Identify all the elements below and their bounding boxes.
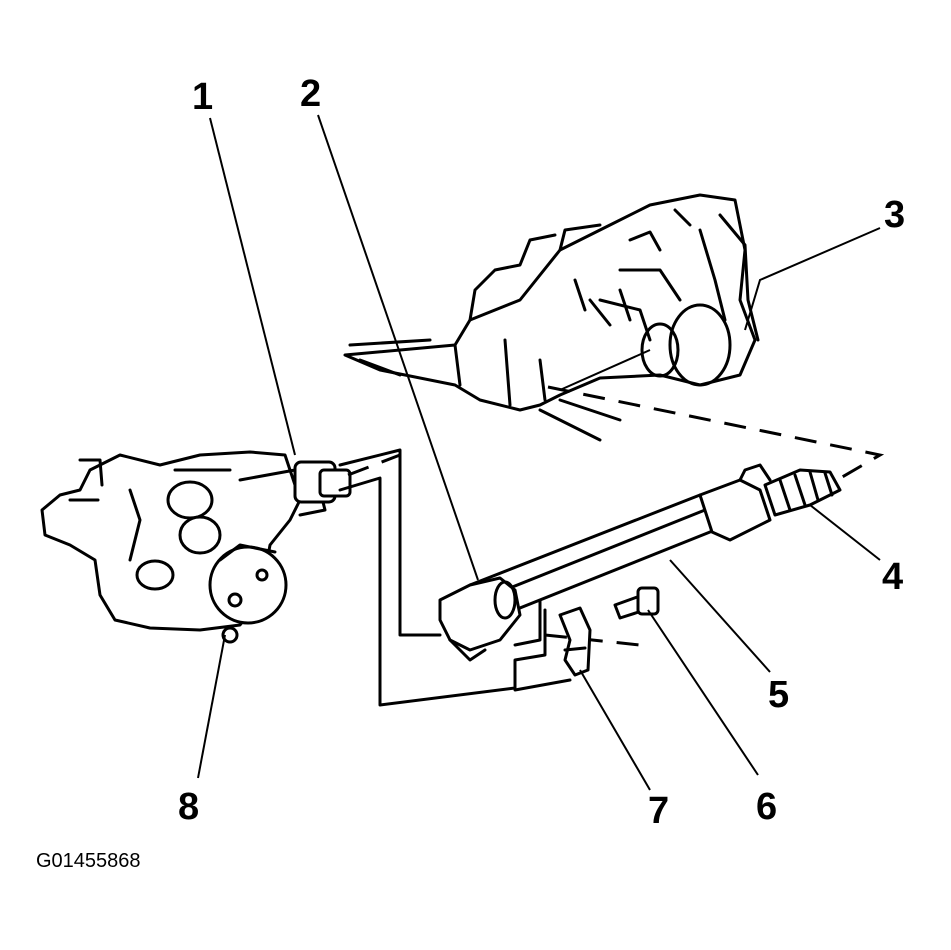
leader-line-5 (669, 559, 771, 673)
leader-line-4 (809, 504, 881, 561)
callout-3: 3 (884, 194, 906, 236)
leader-line-1 (209, 117, 296, 456)
clip-drawing (558, 606, 592, 677)
engine-transmission-drawing (343, 193, 760, 442)
callout-7: 7 (648, 790, 670, 832)
bolt-drawing (613, 586, 660, 620)
callout-4: 4 (882, 556, 904, 598)
callout-6: 6 (756, 786, 778, 828)
leader-line-8 (197, 634, 226, 779)
leader-lines (197, 114, 881, 791)
callout-5: 5 (768, 674, 790, 716)
leader-line-6 (647, 609, 759, 776)
exploded-view-guide-lines (338, 385, 885, 707)
intermediate-shaft-drawing (438, 463, 842, 662)
callout-2: 2 (300, 73, 322, 115)
figure-id-label: G01455868 (36, 850, 141, 872)
callout-1: 1 (192, 76, 214, 118)
leader-line-2 (317, 114, 479, 581)
leader-line-3 (744, 227, 881, 331)
front-differential-drawing (40, 450, 352, 644)
leader-line-7 (579, 669, 651, 791)
callout-8: 8 (178, 786, 200, 828)
